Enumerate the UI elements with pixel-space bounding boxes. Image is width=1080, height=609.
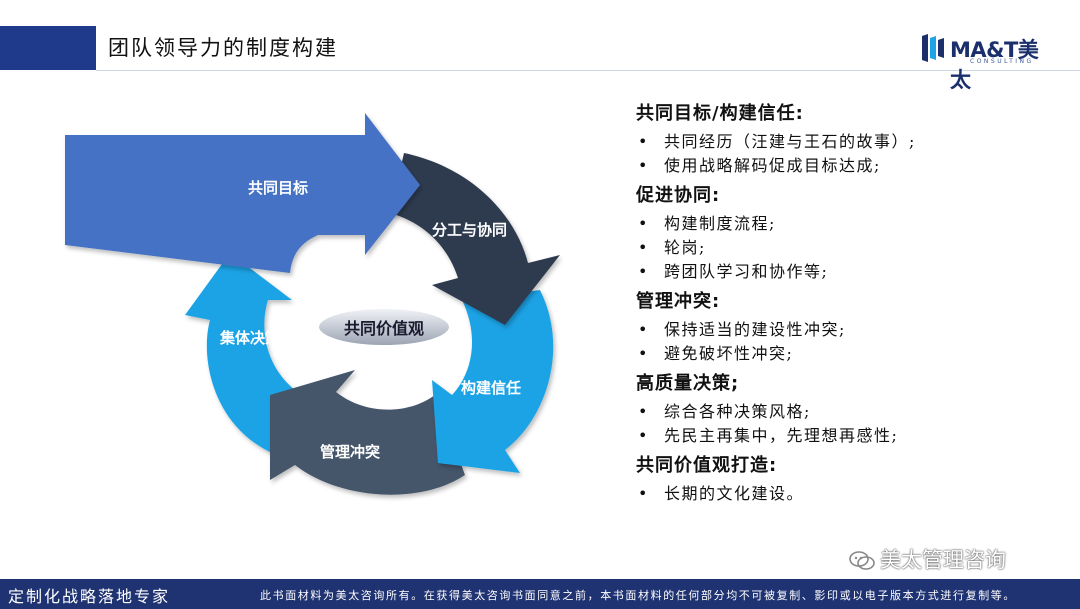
bullet-list: 综合各种决策风格; 先民主再集中，先理想再感性; [636, 400, 1076, 448]
section-heading: 共同价值观打造: [636, 455, 778, 476]
content-panel: 共同目标/构建信任: 共同经历（汪建与王石的故事）; 使用战略解码促成目标达成;… [636, 100, 1076, 510]
bullet-list: 构建制度流程; 轮岗; 跨团队学习和协作等; [636, 212, 1076, 284]
section-heading: 共同目标/构建信任: [636, 103, 804, 124]
section-values: 共同价值观打造: 长期的文化建设。 [636, 452, 1076, 506]
footer-copyright-note: 此书面材料为美太咨询所有。在获得美太咨询书面同意之前，本书面材料的任何部分均不可… [260, 589, 1016, 602]
wechat-watermark: 美太管理咨询 [848, 545, 1006, 575]
list-item: 构建制度流程; [636, 212, 1076, 236]
logo-subtext: CONSULTING [970, 58, 1034, 65]
segment-shared-goal [65, 113, 420, 273]
logo-text: MA&T美太 [950, 38, 1039, 92]
segment-manage-conflict [270, 370, 465, 495]
list-item: 轮岗; [636, 236, 1076, 260]
title-accent-bar [0, 26, 96, 70]
segment-label-shared-goal: 共同目标 [248, 179, 309, 197]
wechat-icon [849, 551, 875, 570]
list-item: 综合各种决策风格; [636, 400, 1076, 424]
segment-label-manage-conflict: 管理冲突 [320, 443, 381, 461]
section-goal-trust: 共同目标/构建信任: 共同经历（汪建与王石的故事）; 使用战略解码促成目标达成; [636, 100, 1076, 178]
section-cooperation: 促进协同: 构建制度流程; 轮岗; 跨团队学习和协作等; [636, 182, 1076, 284]
list-item: 共同经历（汪建与王石的故事）; [636, 130, 1076, 154]
list-item: 保持适当的建设性冲突; [636, 318, 1076, 342]
list-item: 避免破坏性冲突; [636, 342, 1076, 366]
watermark-text: 美太管理咨询 [880, 548, 1006, 572]
bullet-list: 长期的文化建设。 [636, 482, 1076, 506]
cycle-svg [65, 113, 560, 495]
segment-build-trust [432, 290, 554, 473]
section-decision: 高质量决策; 综合各种决策风格; 先民主再集中，先理想再感性; [636, 370, 1076, 448]
segment-label-division-cooperation: 分工与协同 [432, 221, 508, 239]
center-oval-shape [317, 307, 451, 347]
segment-label-build-trust: 构建信任 [461, 379, 522, 397]
segment-label-collective-decision: 集体决策 [220, 329, 281, 347]
center-label: 共同价值观 [343, 319, 424, 338]
logo-mark-icon [922, 34, 944, 62]
bullet-list: 共同经历（汪建与王石的故事）; 使用战略解码促成目标达成; [636, 130, 1076, 178]
footer-slogan: 定制化战略落地专家 [8, 587, 171, 606]
list-item: 使用战略解码促成目标达成; [636, 154, 1076, 178]
title-divider [96, 70, 1080, 71]
section-conflict: 管理冲突: 保持适当的建设性冲突; 避免破坏性冲突; [636, 288, 1076, 366]
footer-bar: 定制化战略落地专家 此书面材料为美太咨询所有。在获得美太咨询书面同意之前，本书面… [0, 579, 1080, 609]
list-item: 先民主再集中，先理想再感性; [636, 424, 1076, 448]
list-item: 跨团队学习和协作等; [636, 260, 1076, 284]
segment-division-cooperation [390, 153, 560, 325]
cycle-diagram: 共同目标 分工与协同 构建信任 管理冲突 集体决策 共同价值观 [0, 95, 600, 515]
page-title: 团队领导力的制度构建 [108, 36, 338, 60]
section-heading: 管理冲突: [636, 291, 721, 312]
section-heading: 促进协同: [636, 185, 721, 206]
section-heading: 高质量决策; [636, 373, 740, 394]
bullet-list: 保持适当的建设性冲突; 避免破坏性冲突; [636, 318, 1076, 366]
brand-logo: MA&T美太 CONSULTING [918, 30, 1058, 92]
list-item: 长期的文化建设。 [636, 482, 1076, 506]
